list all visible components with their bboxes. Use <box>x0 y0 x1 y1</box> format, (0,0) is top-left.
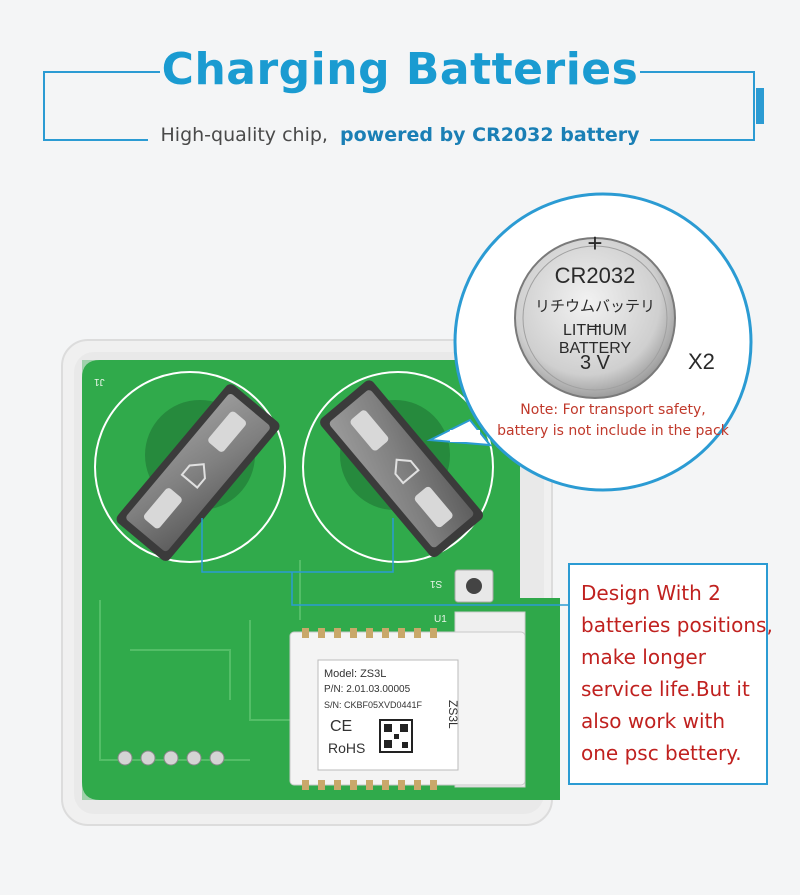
battery-polarity: + <box>587 228 603 258</box>
battery-magnifier <box>426 192 753 492</box>
pcb-label-s1: S1 <box>430 578 443 589</box>
design-line-4: service life.But it <box>581 677 750 701</box>
battery-clip-right <box>320 380 483 558</box>
coin-battery <box>514 237 676 399</box>
page-subtitle: High-quality chip, powered by CR2032 bat… <box>0 124 800 146</box>
page-title: Charging Batteries <box>161 44 639 95</box>
design-line-3: make longer <box>581 645 706 669</box>
module-rohs: RoHS <box>328 740 366 756</box>
callout-lines <box>201 518 575 606</box>
qr-code <box>379 719 413 753</box>
design-line-5: also work with <box>581 709 726 733</box>
battery-clip-left <box>116 384 280 561</box>
pcb-label-u1: U1 <box>434 614 447 625</box>
design-line-2: batteries positions, <box>581 613 773 637</box>
battery-voltage: 3 V <box>579 352 611 374</box>
battery-slot-left <box>94 371 286 563</box>
battery-slot-right <box>302 371 494 563</box>
module-model: Model: ZS3L <box>324 668 387 680</box>
pcb-label-j1: J1 <box>94 376 105 387</box>
module-ce-mark: CE <box>330 718 353 735</box>
design-line-1: Design With 2 <box>581 581 721 605</box>
module-pn: P/N: 2.01.03.00005 <box>324 684 411 695</box>
wireless-module <box>289 628 526 790</box>
header-pins <box>117 750 225 766</box>
subtitle-accent: powered by CR2032 battery <box>340 124 640 146</box>
header-frame <box>43 71 764 141</box>
module-side-label: ZS3L <box>446 700 460 729</box>
battery-model: CR2032 <box>554 263 636 288</box>
battery-quantity: X2 <box>688 349 715 374</box>
design-callout: Design With 2 batteries positions, make … <box>568 563 773 785</box>
battery-japanese: リチウムバッテリー <box>534 297 655 336</box>
module-sn: S/N: CKBF05XVD0441F <box>324 700 423 710</box>
note-line-1: Note: For transport safety, <box>520 402 706 418</box>
battery-chemistry: LITHIUM BATTERY <box>558 322 632 357</box>
subtitle-plain: High-quality chip, <box>160 124 328 146</box>
design-line-6: one psc bettery. <box>581 741 742 765</box>
transport-note: Note: For transport safety, battery is n… <box>478 400 748 442</box>
note-line-2: battery is not include in the pack <box>497 423 729 439</box>
